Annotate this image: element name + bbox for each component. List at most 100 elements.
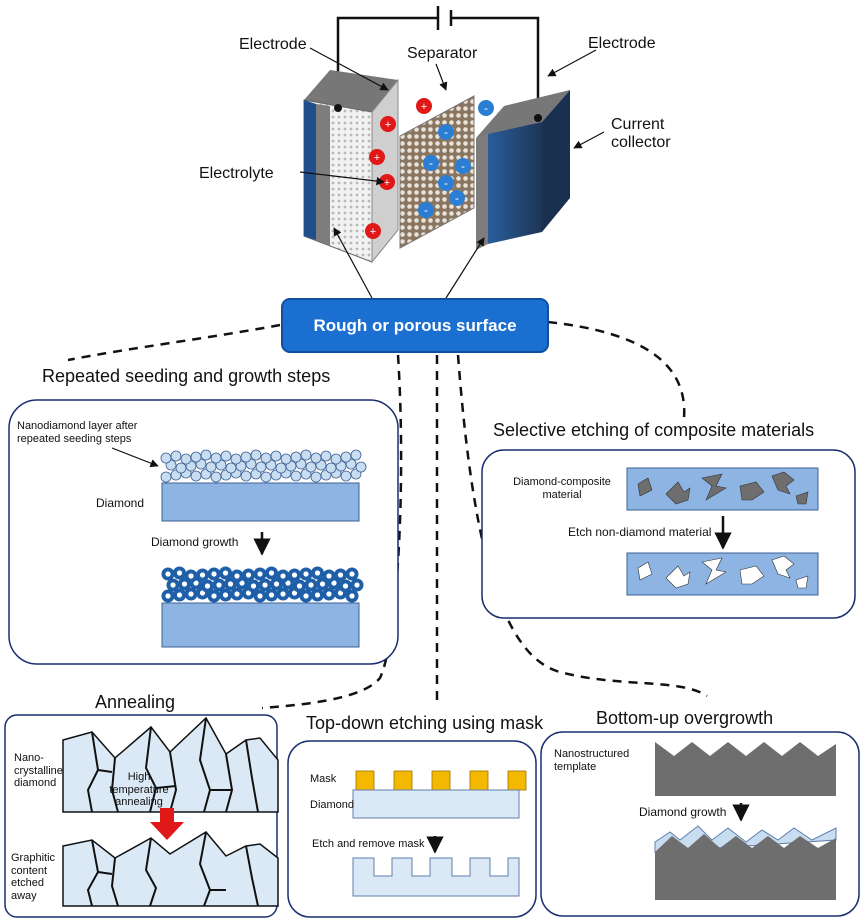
nanodiamond-grain: [220, 450, 232, 462]
seeding-diamond-substrate-top: [161, 482, 360, 522]
nanodiamond-grain: [205, 461, 217, 473]
nanodiamond-grain: [330, 453, 342, 465]
grown-grain-core: [342, 583, 349, 589]
grown-grain-core: [211, 571, 217, 577]
red-arrow: [150, 808, 184, 840]
seeding-diamond-label: Diamond: [96, 496, 145, 510]
panel-bottomup: [540, 731, 860, 917]
mask-label: Mask: [310, 773, 337, 785]
supercapacitor-schematic: + + + + + - - - - - - -: [299, 6, 605, 299]
grown-grain-core: [176, 592, 183, 598]
rough-porous-surface-box: Rough or porous surface: [281, 298, 549, 353]
grown-grain-core: [268, 570, 275, 576]
panel-annealing: [4, 714, 279, 918]
nanodiamond-grain: [340, 470, 352, 482]
negative-ion-label: -: [444, 176, 448, 190]
arrow-electrode-left: [309, 47, 389, 91]
grown-grain-core: [222, 592, 229, 598]
seeding-growth-label: Diamond growth: [151, 535, 239, 549]
wire-junction-right: [534, 114, 542, 122]
negative-ion-label: -: [444, 125, 448, 139]
positive-ion-label: +: [421, 101, 427, 113]
electrode-right-label: Electrode: [588, 35, 656, 52]
nanodiamond-grain: [160, 471, 172, 483]
nanodiamond-grain: [190, 451, 202, 463]
nanodiamond-label: Nanodiamond layer after repeated seeding…: [17, 420, 138, 445]
panel-seeding: [8, 399, 399, 665]
grown-grain-core: [250, 583, 257, 589]
grown-grain-core: [165, 571, 171, 577]
grown-grain-core: [291, 572, 298, 578]
nanodiamond-grain: [355, 461, 367, 473]
nanodiamond-grain: [310, 471, 322, 483]
grown-grain-core: [199, 590, 206, 596]
positive-ion-label: +: [384, 177, 390, 189]
grown-grain-core: [337, 572, 344, 578]
negative-ion-label: -: [484, 101, 488, 115]
nanodiamond-grain: [350, 449, 362, 461]
nanodiamond-grain: [320, 450, 332, 462]
positive-ion-label: +: [385, 119, 391, 131]
topdown-diamond-slab: [352, 789, 520, 819]
nanodiamond-grain: [190, 470, 202, 482]
negative-ion-label: -: [455, 191, 459, 205]
electrolyte-label: Electrolyte: [199, 165, 274, 182]
right-electrode: [476, 90, 570, 250]
mask-block: [393, 770, 413, 791]
topdown-etched-slab: [352, 857, 520, 897]
grown-grain-core: [204, 583, 211, 589]
grown-grain-core: [319, 581, 326, 587]
current-collector-label: Current collector: [611, 116, 671, 152]
annealing-after-boundaries: [86, 831, 259, 907]
grown-grain-core: [314, 592, 321, 598]
nanodiamond-grain: [200, 449, 212, 461]
grown-grain-core: [331, 580, 337, 586]
grown-grain-core: [234, 573, 240, 579]
mask-block: [431, 770, 451, 791]
annealing-title: Annealing: [95, 692, 176, 712]
topdown-diamond-label: Diamond: [310, 799, 355, 811]
grown-grain-core: [245, 572, 252, 578]
nanodiamond-grain: [180, 453, 192, 465]
mask-block: [355, 770, 375, 791]
nanodiamond-grain: [305, 461, 317, 473]
mask-block: [507, 770, 527, 791]
grown-grain-core: [349, 571, 355, 577]
grown-grain-core: [176, 570, 183, 576]
grown-grain-core: [296, 583, 303, 589]
template-label: Nanostructured template: [554, 748, 630, 773]
grown-grain-core: [314, 570, 321, 576]
selective-etch-label: Etch non-diamond material: [568, 525, 712, 539]
nanodiamond-grain: [290, 451, 302, 463]
grown-grain-core: [222, 570, 229, 576]
dashed-to-bottomup: [456, 354, 708, 698]
grown-grain-core: [199, 572, 206, 578]
grown-grain-core: [227, 581, 234, 587]
nanodiamond-grain: [240, 470, 252, 482]
high-temp-label: High temperature annealing: [109, 771, 169, 809]
grown-grain-core: [337, 590, 344, 596]
grown-grain-core: [303, 571, 309, 577]
nanodiamond-grain: [260, 452, 272, 464]
seeding-diamond-substrate-bottom: [161, 602, 360, 648]
grown-grain-core: [257, 593, 263, 599]
non-diamond-inclusions: [637, 471, 809, 505]
grown-grain-core: [285, 580, 291, 586]
left-electrode: [303, 70, 399, 264]
etched-voids: [637, 555, 809, 589]
negative-ion-label: -: [429, 156, 433, 170]
grown-grain-core: [291, 590, 298, 596]
nanodiamond-grain: [260, 471, 272, 483]
grown-grain-core: [354, 582, 360, 588]
mask-blocks: [355, 770, 527, 791]
nanodiamond-grain: [280, 453, 292, 465]
negative-ion-label: -: [461, 159, 465, 173]
grown-grain-core: [303, 593, 309, 599]
grown-grain-core: [216, 582, 222, 588]
nanodiamond-grain: [325, 462, 337, 474]
nanodiamond-grain: [340, 451, 352, 463]
nano-label: Nano-crystalline diamond: [14, 752, 63, 790]
grown-grain-core: [349, 593, 355, 599]
